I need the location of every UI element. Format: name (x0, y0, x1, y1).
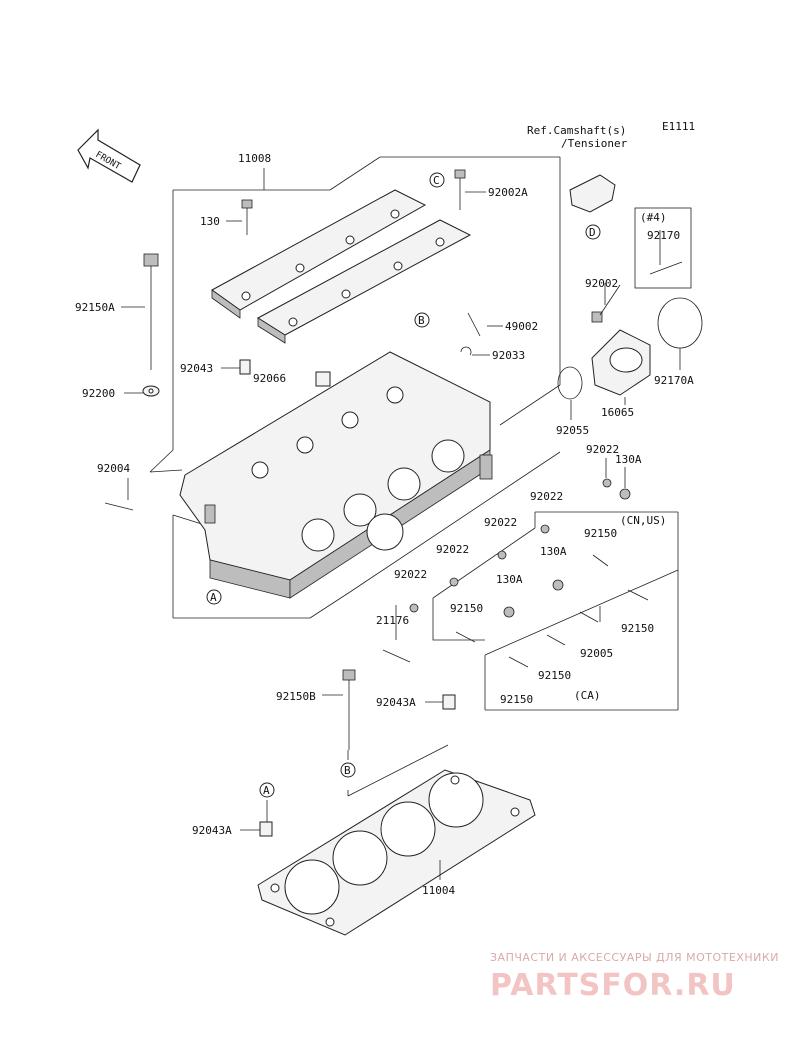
part-label-92170: 92170 (647, 229, 680, 242)
part-label-16065: 16065 (601, 406, 634, 419)
svg-text:C: C (433, 174, 440, 187)
svg-text:A: A (210, 591, 217, 604)
note-region-us: (CN,US) (620, 514, 666, 527)
svg-text:A: A (263, 784, 270, 797)
part-label-11004: 11004 (422, 884, 455, 897)
callout-c: C (429, 172, 445, 188)
callout-b-lower: B (340, 762, 356, 778)
note-region-ca: (CA) (574, 689, 601, 702)
part-label-92043A-2: 92043A (192, 824, 232, 837)
diagram-code: E1111 (662, 120, 695, 133)
part-label-92002: 92002 (585, 277, 618, 290)
reference-line-1: Ref.Camshaft(s) (527, 124, 626, 137)
part-label-11008: 11008 (238, 152, 271, 165)
part-label-92150-4: 92150 (538, 669, 571, 682)
valve-49002 (467, 312, 481, 337)
dowel-92043 (239, 359, 251, 375)
part-label-92150-3: 92150 (621, 622, 654, 635)
oring-92055 (557, 366, 583, 400)
part-label-130A-3: 130A (496, 573, 523, 586)
part-label-92043A-1: 92043A (376, 696, 416, 709)
circlip-92033 (460, 346, 472, 356)
part-label-92055: 92055 (556, 424, 589, 437)
part-label-92150-5: 92150 (500, 693, 533, 706)
part-label-130: 130 (200, 215, 220, 228)
holder-16065 (591, 329, 651, 396)
part-label-92066: 92066 (253, 372, 286, 385)
part-label-92150-2: 92150 (450, 602, 483, 615)
bolt-92002A (454, 169, 466, 210)
leader-lines (121, 168, 681, 880)
watermark-logo: PARTSFOR.RU (490, 968, 736, 1003)
stud-92150B (342, 669, 356, 750)
stud-92004 (104, 502, 134, 511)
part-label-92005: 92005 (580, 647, 613, 660)
qty-bracket (634, 207, 692, 289)
part-label-130A-1: 130A (615, 453, 642, 466)
part-label-49002: 49002 (505, 320, 538, 333)
clamp-92170A (657, 297, 703, 349)
part-label-92004: 92004 (97, 462, 130, 475)
camshaft-cap-assembly (211, 189, 472, 344)
camshaft-cover-d-plate (569, 174, 616, 213)
svg-text:B: B (344, 764, 351, 777)
assembly-frame (149, 156, 679, 797)
part-label-21176: 21176 (376, 614, 409, 627)
svg-text:B: B (418, 314, 425, 327)
part-label-92022-5: 92022 (394, 568, 427, 581)
dowel-92043A-lower (259, 821, 273, 837)
svg-text:D: D (589, 226, 596, 239)
sensor-21176 (382, 649, 411, 663)
callout-a-lower: A (259, 782, 275, 798)
dowel-92043A-upper (442, 694, 456, 710)
part-label-92043: 92043 (180, 362, 213, 375)
note-qty4: (#4) (640, 211, 667, 224)
part-label-92150B: 92150B (276, 690, 316, 703)
screw-92170 (649, 261, 683, 275)
callout-b-upper: B (414, 312, 430, 328)
part-label-92022-2: 92022 (530, 490, 563, 503)
part-label-92150-1: 92150 (584, 527, 617, 540)
part-label-92022-1: 92022 (586, 443, 619, 456)
small-bolts-group (409, 478, 649, 668)
bolt-130 (241, 199, 253, 235)
part-label-92022-4: 92022 (436, 543, 469, 556)
part-label-130A-2: 130A (540, 545, 567, 558)
cylinder-head-casting (179, 351, 493, 599)
part-label-92002A: 92002A (488, 186, 528, 199)
front-arrow-icon: FRONT (77, 128, 141, 183)
watermark-tagline: ЗАПЧАСТИ И АКСЕССУАРЫ ДЛЯ МОТОТЕХНИКИ (490, 951, 779, 964)
washer-92200 (142, 385, 160, 397)
reference-line-2: /Tensioner (561, 137, 628, 150)
stud-bolt-92150A (143, 253, 159, 370)
head-gasket (257, 769, 536, 936)
part-label-92150A: 92150A (75, 301, 115, 314)
part-label-92170A: 92170A (654, 374, 694, 387)
part-label-92022-3: 92022 (484, 516, 517, 529)
bolt-92002 (591, 311, 603, 323)
part-label-92033: 92033 (492, 349, 525, 362)
callout-d: D (585, 224, 601, 240)
plug-92066 (315, 371, 331, 387)
callout-a-upper: A (206, 589, 222, 605)
part-label-92200: 92200 (82, 387, 115, 400)
